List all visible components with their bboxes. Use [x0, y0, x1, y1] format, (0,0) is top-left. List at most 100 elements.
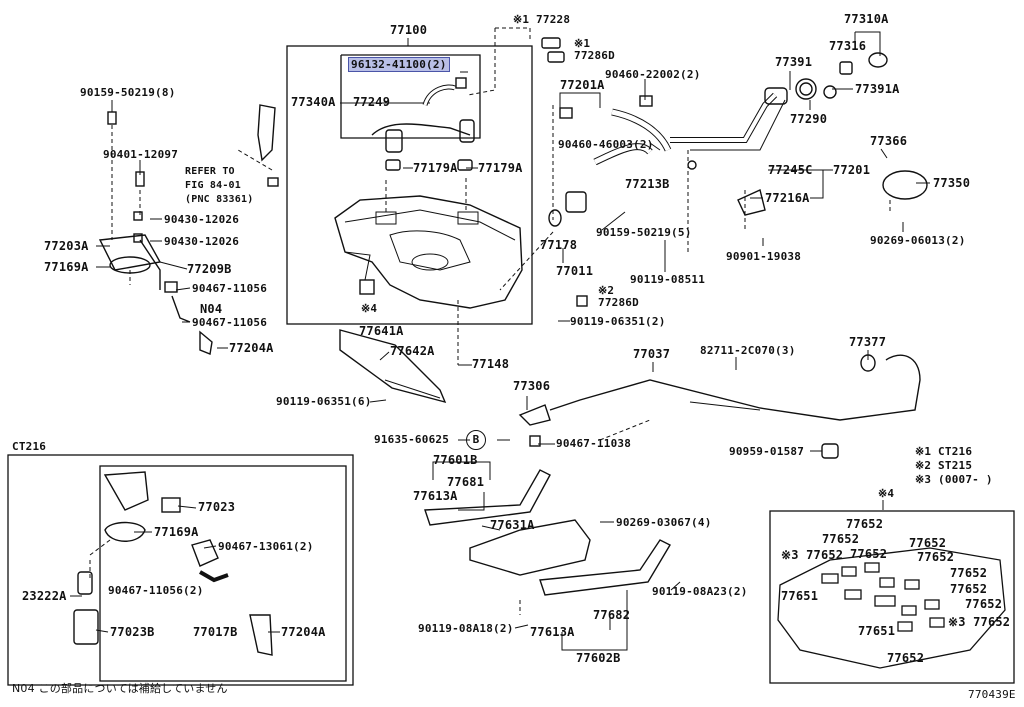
label-ct216-90467-13061[interactable]: 90467-13061(2)	[218, 540, 314, 553]
label-90467-11056-b[interactable]: 90467-11056	[192, 316, 268, 329]
label-77631A[interactable]: 77631A	[490, 518, 535, 532]
label-91635-60625[interactable]: 91635-60625	[374, 433, 450, 446]
label-ct216-23222A[interactable]: 23222A	[22, 589, 67, 603]
label-ct216-77204A[interactable]: 77204A	[281, 625, 326, 639]
label-77681[interactable]: 77681	[447, 475, 485, 489]
label-77148[interactable]: 77148	[472, 357, 510, 371]
label-77228[interactable]: ※1 77228	[513, 13, 571, 26]
label-pad-77652-8[interactable]: 77652	[950, 582, 988, 596]
label-circle-B[interactable]: B	[466, 430, 486, 450]
label-90159-50219-5[interactable]: 90159-50219(5)	[596, 226, 692, 239]
label-77204A[interactable]: 77204A	[229, 341, 274, 355]
label-77602B[interactable]: 77602B	[576, 651, 621, 665]
label-90467-11038[interactable]: 90467-11038	[556, 437, 632, 450]
figure-id: 770439E	[968, 688, 1016, 701]
label-77642A[interactable]: 77642A	[390, 344, 435, 358]
label-77169A[interactable]: 77169A	[44, 260, 89, 274]
label-90119-08511[interactable]: 90119-08511	[630, 273, 706, 286]
hose-assembly-artwork	[371, 77, 475, 171]
label-77100[interactable]: 77100	[390, 23, 428, 37]
label-77286D-1[interactable]: ※1 77286D	[574, 37, 615, 62]
label-96132-41100-highlighted[interactable]: 96132-41100(2)	[348, 57, 450, 72]
label-90119-08A18[interactable]: 90119-08A18(2)	[418, 622, 514, 635]
label-77201A[interactable]: 77201A	[560, 78, 605, 92]
label-77201[interactable]: 77201	[833, 163, 871, 177]
label-77179A-1[interactable]: 77179A	[413, 161, 458, 175]
hose-inner-frame	[340, 54, 481, 139]
label-77601B[interactable]: 77601B	[433, 453, 478, 467]
label-77203A[interactable]: 77203A	[44, 239, 89, 253]
label-ct216-77023[interactable]: 77023	[198, 500, 236, 514]
label-90269-03067[interactable]: 90269-03067(4)	[616, 516, 712, 529]
label-pad-77651-2[interactable]: 77651	[858, 624, 896, 638]
label-refer-to-fig-84-01[interactable]: REFER TO FIG 84-01 (PNC 83361)	[185, 166, 254, 205]
label-90430-12026-2[interactable]: 90430-12026	[164, 235, 240, 248]
label-pad-77652-1[interactable]: 77652	[846, 517, 884, 531]
label-77213B[interactable]: 77213B	[625, 177, 670, 191]
label-pad-77652-6[interactable]: 77652	[917, 550, 955, 564]
label-90119-06351-2[interactable]: 90119-06351(2)	[570, 315, 666, 328]
label-N04[interactable]: N04	[200, 302, 223, 316]
label-pad-77652-2[interactable]: 77652	[822, 532, 860, 546]
label-pad-77652-4[interactable]: ※3 77652	[781, 548, 844, 562]
label-77011[interactable]: 77011	[556, 264, 594, 278]
pad-inset-title: ※4	[878, 487, 895, 500]
pad-inset-artwork	[777, 547, 1006, 669]
left-bracket-artwork	[98, 104, 279, 355]
label-90460-22002[interactable]: 90460-22002(2)	[605, 68, 701, 81]
label-77391A[interactable]: 77391A	[855, 82, 900, 96]
label-90467-11056-a[interactable]: 90467-11056	[192, 282, 268, 295]
label-77350[interactable]: 77350	[933, 176, 971, 190]
legend-note-2: ※2 ST215	[915, 459, 973, 472]
label-pad-77652-7[interactable]: 77652	[950, 566, 988, 580]
label-90159-50219-8[interactable]: 90159-50219(8)	[80, 86, 176, 99]
label-mark-4[interactable]: ※4	[361, 302, 378, 315]
fuel-tank-assy-frame	[286, 45, 533, 325]
label-90460-46003[interactable]: 90460-46003(2)	[558, 138, 654, 151]
label-90119-08A23[interactable]: 90119-08A23(2)	[652, 585, 748, 598]
label-pad-77652-10[interactable]: ※3 77652	[948, 615, 1011, 629]
label-77682[interactable]: 77682	[593, 608, 631, 622]
label-pad-77652-11[interactable]: 77652	[887, 651, 925, 665]
label-77310A[interactable]: 77310A	[844, 12, 889, 26]
label-90401-12097[interactable]: 90401-12097	[103, 148, 179, 161]
label-77286D-2[interactable]: ※2 77286D	[598, 284, 639, 309]
label-pad-77652-9[interactable]: 77652	[965, 597, 1003, 611]
label-77613A-1[interactable]: 77613A	[413, 489, 458, 503]
label-ct216-77017B[interactable]: 77017B	[193, 625, 238, 639]
label-77178[interactable]: 77178	[540, 238, 578, 252]
label-pad-77652-5[interactable]: 77652	[850, 547, 888, 561]
label-77340A[interactable]: 77340A	[291, 95, 336, 109]
label-77179A-2[interactable]: 77179A	[478, 161, 523, 175]
label-90430-12026-1[interactable]: 90430-12026	[164, 213, 240, 226]
label-ct216-77023B[interactable]: 77023B	[110, 625, 155, 639]
footnote-n04: N04 この部品については補給していません	[12, 682, 228, 695]
label-77290[interactable]: 77290	[790, 112, 828, 126]
label-77037[interactable]: 77037	[633, 347, 671, 361]
label-77613A-2[interactable]: 77613A	[530, 625, 575, 639]
ct216-artwork	[73, 471, 273, 656]
label-77391[interactable]: 77391	[775, 55, 813, 69]
label-ct216-77169A[interactable]: 77169A	[154, 525, 199, 539]
label-pad-77651-1[interactable]: 77651	[781, 589, 819, 603]
label-77306[interactable]: 77306	[513, 379, 551, 393]
label-77249[interactable]: 77249	[353, 95, 391, 109]
label-77641A[interactable]: 77641A	[359, 324, 404, 338]
label-77216A[interactable]: 77216A	[765, 191, 810, 205]
ct216-inset-frame	[7, 454, 354, 686]
label-77377[interactable]: 77377	[849, 335, 887, 349]
label-77316[interactable]: 77316	[829, 39, 867, 53]
label-90269-06013[interactable]: 90269-06013(2)	[870, 234, 966, 247]
label-90119-06351-6[interactable]: 90119-06351(6)	[276, 395, 372, 408]
label-ct216-90467-11056[interactable]: 90467-11056(2)	[108, 584, 204, 597]
label-90959-01587[interactable]: 90959-01587	[729, 445, 805, 458]
label-90901-19038[interactable]: 90901-19038	[726, 250, 802, 263]
label-77245C[interactable]: 77245C	[768, 163, 813, 177]
label-77366[interactable]: 77366	[870, 134, 908, 148]
label-77209B[interactable]: 77209B	[187, 262, 232, 276]
label-82711-2C070[interactable]: 82711-2C070(3)	[700, 344, 796, 357]
label-pad-77652-3[interactable]: 77652	[909, 536, 947, 550]
pad-inset-frame	[769, 510, 1015, 684]
